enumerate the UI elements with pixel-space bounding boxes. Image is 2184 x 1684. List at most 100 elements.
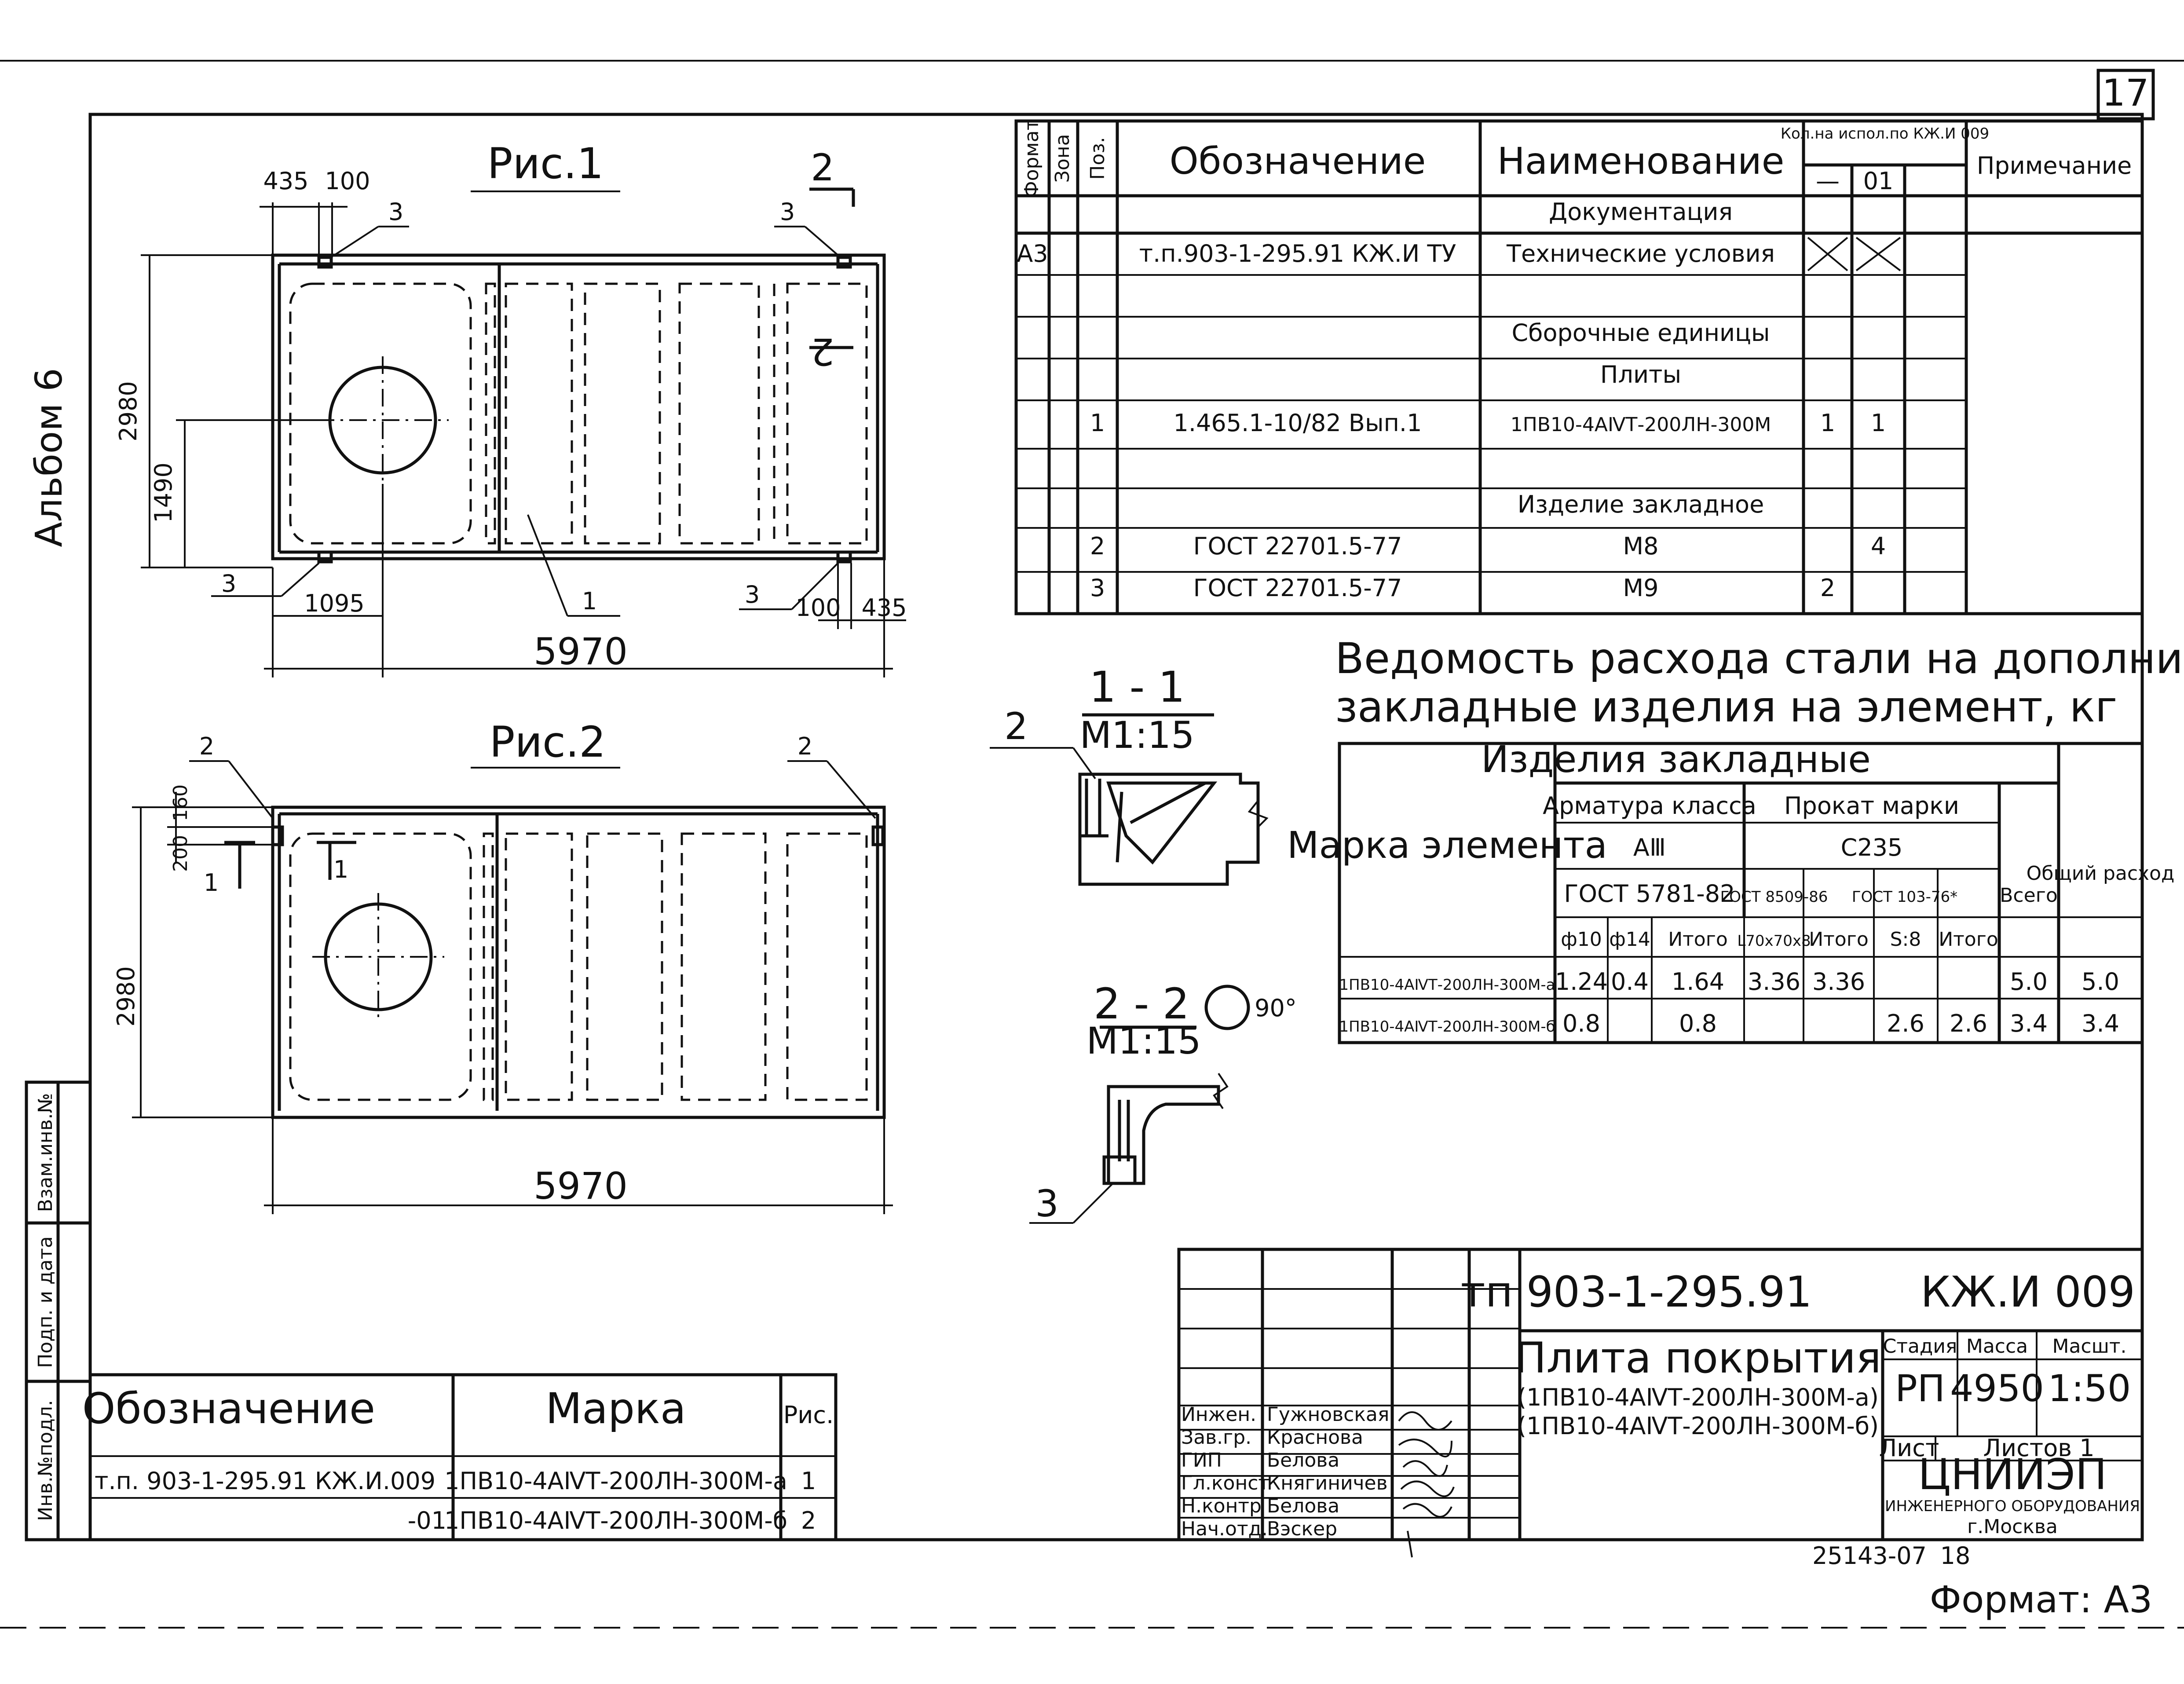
spec-name: М9	[1623, 574, 1659, 602]
marks-h-mark: Марка	[545, 1384, 686, 1433]
fig1-dim-100b: 100	[795, 594, 841, 622]
spec-h-zone: Зона	[1051, 134, 1074, 183]
marks-designation: -01	[408, 1507, 446, 1534]
fig1-dim-1095: 1095	[304, 589, 364, 617]
sidebar-swap: Взам.инв.№	[34, 1093, 57, 1212]
fig1-dim-100: 100	[325, 167, 370, 195]
section11-scale: М1:15	[1079, 714, 1194, 757]
fig2-callout-2b: 2	[798, 732, 812, 760]
steel-h-mark: Марка элемента	[1287, 824, 1607, 867]
fig1-dim-2980: 2980	[114, 381, 142, 441]
marks-table: Обозначение Марка Рис. т.п. 903-1-295.91…	[82, 1373, 838, 1541]
steel-cell-d10: 1.24	[1555, 968, 1608, 996]
spec-name: Документация	[1549, 198, 1733, 226]
album-label: Альбом 6	[27, 368, 70, 547]
steel-cell-mark: 1ПВ10-4АⅣТ-200ЛН-300М-а	[1339, 976, 1555, 994]
stamp-h-mass: Масса	[1966, 1335, 2028, 1358]
steel-table: Ведомость расхода стали на дополнительны…	[1287, 634, 2184, 1044]
steel-h-total: Всего	[2000, 884, 2057, 907]
spec-pos: 2	[1090, 532, 1105, 560]
sheet-number: 17	[2102, 71, 2149, 114]
fig1-callout-3d: 3	[745, 581, 760, 608]
fig2-callout-2a: 2	[199, 732, 214, 760]
slab-outline-2	[271, 805, 886, 1119]
fig2-cut1-b: 1	[333, 856, 348, 883]
fig2-title: Рис.2	[490, 718, 606, 767]
stamp-name: Белова	[1267, 1495, 1339, 1517]
steel-cell-overall: 5.0	[2082, 968, 2119, 996]
stamp-stage: РП	[1895, 1367, 1945, 1410]
spec-qty-a: 1	[1820, 409, 1835, 437]
print-sheet: 18	[1940, 1542, 1971, 1570]
steel-h-gost8509: ГОСТ 8509-86	[1720, 888, 1828, 906]
stamp-org-2: ИНЖЕНЕРНОГО ОБОРУДОВАНИЯ	[1885, 1497, 2140, 1515]
spec-h-format: Формат	[1021, 119, 1043, 198]
section22-callout: 3	[1035, 1182, 1058, 1225]
figure-2: Рис.2 2 2 1 1 2980 16	[112, 718, 893, 1214]
fig1-callout-1: 1	[582, 587, 597, 615]
spec-h-pos: Поз.	[1087, 137, 1109, 179]
steel-cell-overall: 3.4	[2082, 1010, 2119, 1037]
spec-designation: 1.465.1-10/82 Вып.1	[1174, 409, 1422, 437]
stamp-project: тп 903-1-295.91	[1461, 1267, 1812, 1317]
fig1-title: Рис.1	[487, 139, 604, 188]
marks-fig: 2	[801, 1507, 816, 1534]
stamp-code: КЖ.И 009	[1921, 1267, 2135, 1317]
steel-h-s8: S:8	[1890, 928, 1921, 951]
steel-h-gost103: ГОСТ 103-76*	[1852, 888, 1957, 906]
section-2-2: 2 - 2 90° М1:15 3	[1029, 979, 1297, 1225]
signatures	[1398, 1411, 1455, 1558]
spec-pos: 3	[1090, 574, 1105, 602]
fig1-callout-3a: 3	[388, 198, 403, 226]
stamp-role: Зав.гр.	[1181, 1426, 1251, 1449]
fig2-dim-2980: 2980	[112, 966, 140, 1026]
stamp-mass: 4950	[1950, 1367, 2044, 1410]
stamp-title-3: (1ПВ10-4АⅣТ-200ЛН-300М-б)	[1517, 1412, 1879, 1440]
spec-table: Формат Зона Поз. Обозначение Наименовани…	[1014, 119, 2144, 615]
steel-cell-sum2: 3.36	[1812, 968, 1865, 996]
steel-title-2: закладные изделия на элемент, кг	[1335, 682, 2117, 732]
steel-h-angle: L70x70x8	[1737, 932, 1811, 950]
fig2-dim-200: 200	[169, 835, 192, 872]
stamp-title-2: (1ПВ10-4АⅣТ-200ЛН-300М-а)	[1517, 1384, 1879, 1411]
marks-h-designation: Обозначение	[82, 1384, 375, 1433]
steel-cell-total: 5.0	[2010, 968, 2048, 996]
stamp-role: Н.контр	[1181, 1495, 1262, 1517]
fig1-dim-5970: 5970	[534, 630, 628, 673]
figure-1: Рис.1 2980 1490 435 100 3	[114, 139, 907, 677]
steel-cell-mark: 1ПВ10-4АⅣТ-200ЛН-300М-б	[1339, 1018, 1555, 1036]
steel-h-rebar-cls: АⅢ	[1633, 834, 1666, 861]
spec-h-qty-a: —	[1816, 167, 1840, 195]
steel-h-sum1: Итого	[1668, 928, 1728, 951]
spec-name: Технические условия	[1506, 240, 1775, 267]
title-block: тп 903-1-295.91 КЖ.И 009 Плита покрытия …	[1177, 1248, 2144, 1558]
steel-h-d10: ф10	[1561, 928, 1602, 951]
fig2-dim-5970: 5970	[534, 1164, 628, 1208]
steel-cell-sum3: 2.6	[1950, 1010, 1987, 1037]
steel-cell-d10: 0.8	[1562, 1010, 1600, 1037]
spec-qty-a: 2	[1820, 574, 1835, 602]
stamp-scale: 1:50	[2048, 1367, 2131, 1410]
spec-pos: 1	[1090, 409, 1105, 437]
stamp-sheet: Лист	[1879, 1434, 1939, 1462]
steel-h-rebar-gost: ГОСТ 5781-82	[1564, 880, 1735, 908]
steel-h-rolled: Прокат марки	[1784, 792, 1959, 820]
fig1-cut2-top: 2	[811, 146, 834, 189]
spec-h-qty-b: 01	[1863, 167, 1894, 195]
steel-cell-s8: 2.6	[1887, 1010, 1924, 1037]
spec-designation: ГОСТ 22701.5-77	[1193, 574, 1402, 602]
marks-designation: т.п. 903-1-295.91 КЖ.И.009	[95, 1467, 435, 1495]
print-code: 25143-07	[1812, 1542, 1927, 1570]
steel-h-rebar: Арматура класса	[1543, 792, 1756, 820]
fig1-dim-1490: 1490	[150, 462, 177, 523]
stamp-name: Гужновская	[1267, 1403, 1389, 1426]
stamp-role: ГИП	[1181, 1449, 1222, 1472]
stamp-org-1: ЦНИИЭП	[1918, 1450, 2107, 1499]
marks-mark: 1ПВ10-4АⅣТ-200ЛН-300М-б	[444, 1507, 787, 1534]
steel-h-sum2: Итого	[1809, 928, 1869, 951]
section22-rot: 90°	[1255, 994, 1297, 1022]
fig2-dim-160: 160	[169, 784, 192, 821]
steel-h-rolled-cls: С235	[1841, 834, 1903, 861]
spec-qty-b: 4	[1871, 532, 1886, 560]
